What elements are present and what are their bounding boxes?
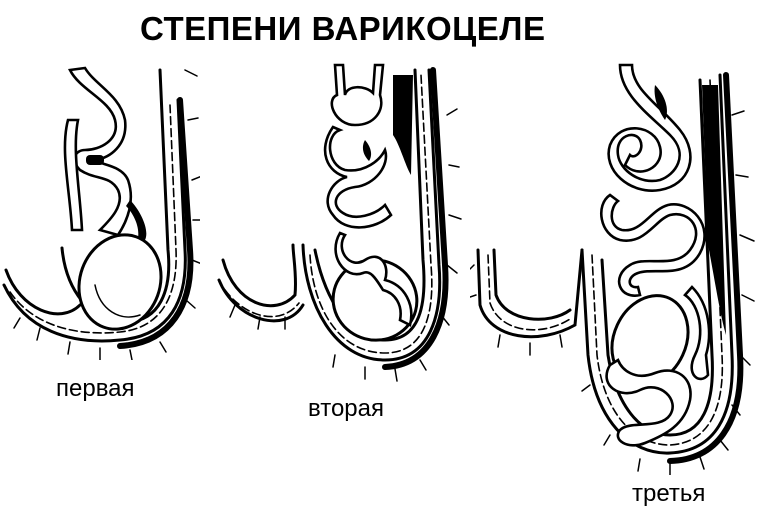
label-grade-3: третья (632, 480, 706, 507)
diagram-title: СТЕПЕНИ ВАРИКОЦЕЛЕ (140, 10, 546, 47)
label-grade-1: первая (56, 375, 135, 402)
label-grade-2: вторая (308, 395, 384, 422)
illustration-grade-2 (217, 63, 462, 382)
illustration-grade-3 (470, 63, 755, 475)
illustration-grade-1 (2, 66, 200, 360)
